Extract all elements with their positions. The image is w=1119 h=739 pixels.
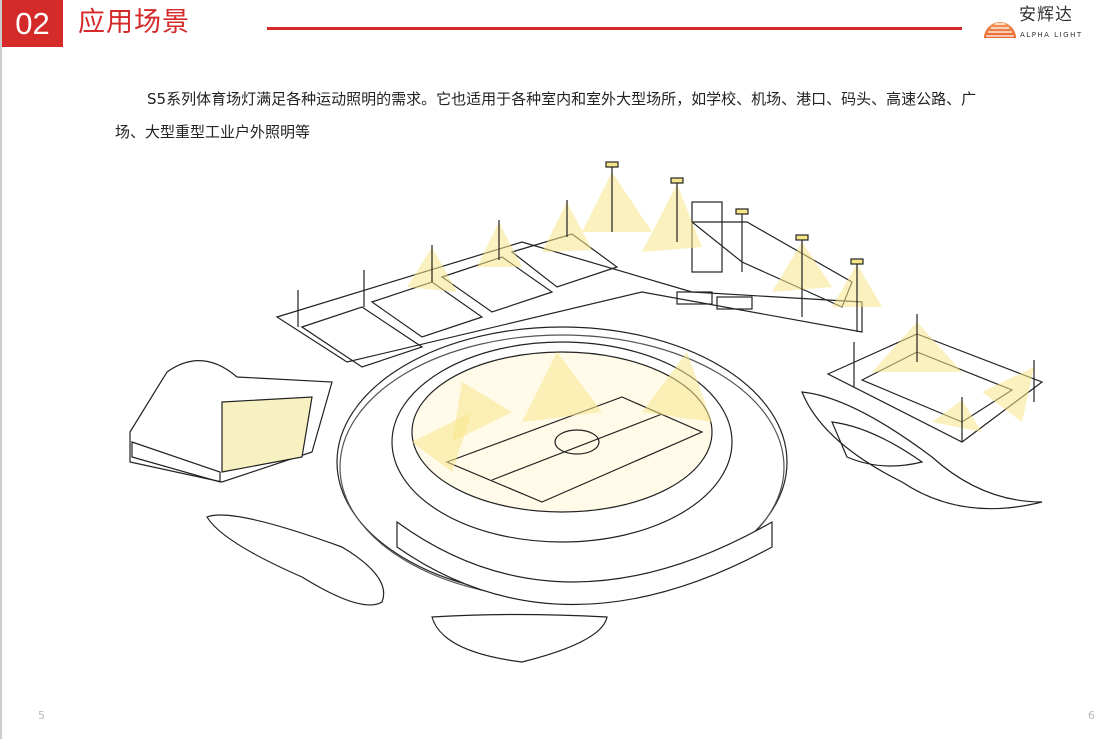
tennis-courts xyxy=(300,233,619,368)
header-divider xyxy=(267,27,962,30)
logo-name-cn: 安辉达 xyxy=(1019,5,1073,25)
section-number-badge: 02 xyxy=(2,0,63,47)
football-pitch-small xyxy=(826,333,1044,443)
page-title: 应用场景 xyxy=(78,7,190,38)
stadium xyxy=(336,326,788,605)
logo-name-en: ALPHA LIGHT xyxy=(1020,31,1083,39)
page-number-right: 6 xyxy=(1088,709,1095,722)
football-field xyxy=(445,396,704,503)
light-poles xyxy=(297,161,1035,442)
sun-logo-icon xyxy=(984,22,1016,38)
indoor-arena xyxy=(129,360,333,483)
brand-logo: 安辉达 ALPHA LIGHT xyxy=(982,6,1102,42)
application-scene-illustration xyxy=(129,161,1044,663)
courts-platform xyxy=(275,241,863,363)
page-number-left: 5 xyxy=(38,709,45,722)
description-paragraph: S5系列体育场灯满足各种运动照明的需求。它也适用于各种室内和室外大型场所，如学校… xyxy=(115,90,977,141)
surrounding-landscape xyxy=(206,391,1043,663)
